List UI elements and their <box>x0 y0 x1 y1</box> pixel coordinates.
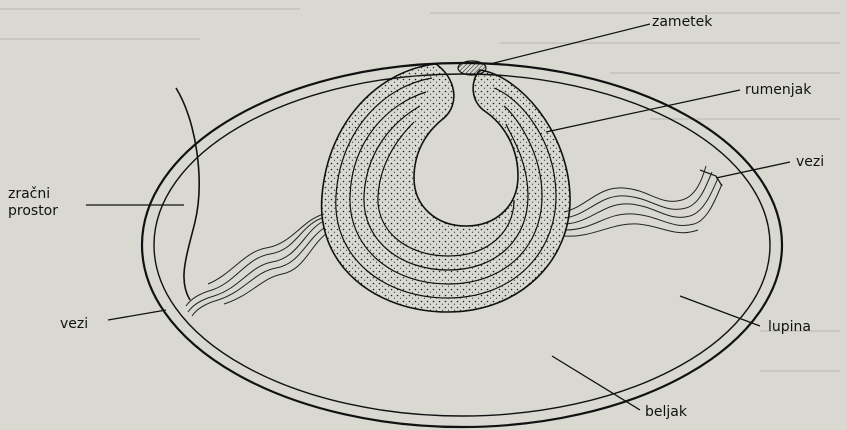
air-space-boundary <box>176 88 199 300</box>
label-zracni: zračni <box>8 186 50 202</box>
label-zametek: zametek <box>652 14 712 30</box>
label-lupina: lupina <box>768 319 811 335</box>
yolk <box>322 64 570 312</box>
chalaza-left <box>186 214 326 316</box>
label-rumenjak: rumenjak <box>745 82 811 98</box>
label-vezi-left: vezi <box>60 316 88 332</box>
label-vezi-right: vezi <box>796 154 824 170</box>
chalaza-right <box>564 166 722 236</box>
germinal-disc <box>458 61 486 75</box>
label-prostor: prostor <box>8 203 58 219</box>
label-beljak: beljak <box>645 404 687 420</box>
